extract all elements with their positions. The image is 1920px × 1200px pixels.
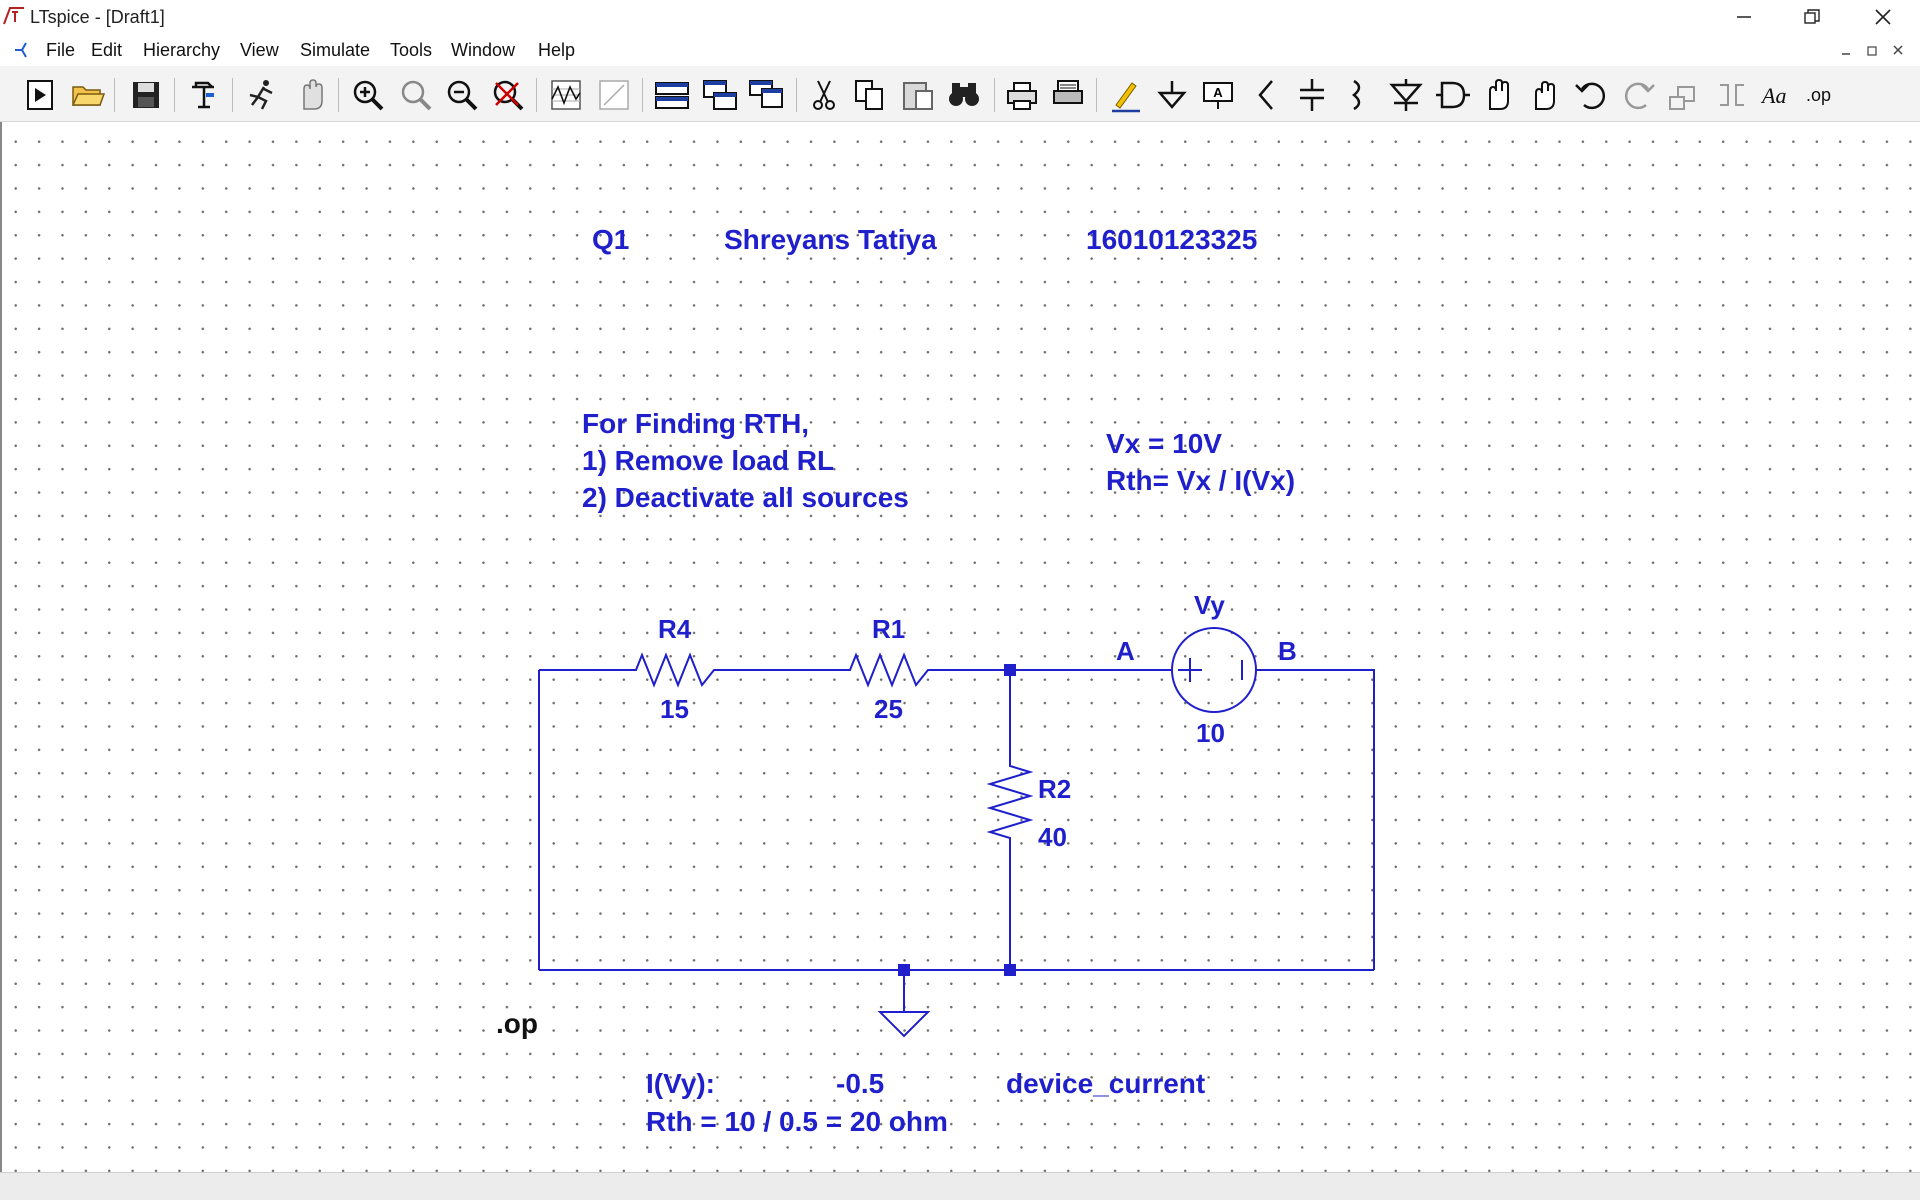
roll-number[interactable]: 16010123325	[1086, 224, 1258, 255]
zoom-out-icon[interactable]	[442, 75, 482, 115]
print-setup-icon[interactable]	[1048, 75, 1088, 115]
window-title: LTspice - [Draft1]	[30, 7, 165, 27]
autorange-icon[interactable]	[594, 75, 634, 115]
inductor-icon[interactable]	[1338, 75, 1378, 115]
r1-value[interactable]: 25	[874, 694, 903, 724]
svg-text:A: A	[1213, 85, 1223, 100]
title-bar: LTspice - [Draft1]	[0, 0, 1920, 34]
r2-name[interactable]: R2	[1038, 774, 1072, 804]
close-button[interactable]	[1853, 0, 1913, 34]
menu-view[interactable]: View	[240, 40, 279, 60]
save-icon[interactable]	[126, 75, 166, 115]
undo-icon[interactable]	[1572, 75, 1612, 115]
menu-bar: File Edit Hierarchy View Simulate Tools …	[0, 34, 1920, 66]
rotate-icon[interactable]	[1664, 75, 1704, 115]
menu-edit[interactable]: Edit	[91, 40, 123, 60]
mdi-controls[interactable]	[1836, 42, 1916, 60]
menu-help[interactable]: Help	[538, 40, 576, 60]
svg-text:.op: .op	[1806, 85, 1831, 105]
rth-result[interactable]: Rth = 10 / 0.5 = 20 ohm	[646, 1106, 948, 1137]
zoom-in-icon[interactable]	[348, 75, 388, 115]
result-type[interactable]: device_current	[1006, 1068, 1206, 1099]
control-panel-icon[interactable]	[184, 75, 224, 115]
capacitor-icon[interactable]	[1292, 75, 1332, 115]
cut-icon[interactable]	[804, 75, 844, 115]
menu-simulate[interactable]: Simulate	[300, 40, 371, 60]
tile-vertical-icon[interactable]	[746, 75, 786, 115]
restore-button[interactable]	[1782, 0, 1842, 34]
schematic-canvas[interactable]: Q1 Shreyans Tatiya 16010123325 For Findi…	[0, 122, 1920, 1172]
copy-icon[interactable]	[850, 75, 890, 115]
ground-icon[interactable]	[1152, 75, 1192, 115]
mdi-close-icon	[1893, 45, 1903, 55]
result-label[interactable]: I(Vy):	[646, 1068, 715, 1099]
halt-icon[interactable]	[290, 75, 330, 115]
minimize-icon	[1737, 16, 1751, 18]
waveform-icon[interactable]	[546, 75, 586, 115]
svg-text:Aa: Aa	[1760, 83, 1786, 108]
node-b-label[interactable]: B	[1278, 636, 1297, 666]
label-net-icon[interactable]: A	[1198, 75, 1238, 115]
menu-tools[interactable]: Tools	[390, 40, 433, 60]
note-line-3[interactable]: 2) Deactivate all sources	[582, 482, 909, 513]
draw-wire-icon[interactable]	[1106, 75, 1146, 115]
mdi-restore-icon	[1867, 46, 1877, 56]
diode-icon[interactable]	[1386, 75, 1426, 115]
redo-icon[interactable]	[1618, 75, 1658, 115]
mirror-icon[interactable]	[1712, 75, 1752, 115]
menu-hierarchy[interactable]: Hierarchy	[143, 40, 221, 60]
close-icon	[1875, 9, 1891, 25]
find-icon[interactable]	[944, 75, 984, 115]
op-directive[interactable]: .op	[496, 1008, 538, 1039]
formula-line-2[interactable]: Rth= Vx / I(Vx)	[1106, 465, 1296, 496]
restore-icon	[1804, 9, 1820, 24]
document-icon[interactable]	[12, 40, 32, 60]
drag-icon[interactable]	[1524, 75, 1564, 115]
zoom-cancel-icon[interactable]	[488, 75, 528, 115]
new-schematic-icon[interactable]	[20, 75, 60, 115]
formula-line-1[interactable]: Vx = 10V	[1106, 428, 1222, 459]
resistor-icon[interactable]	[1246, 75, 1286, 115]
r2-value[interactable]: 40	[1038, 822, 1067, 852]
spice-directive-icon[interactable]: .op	[1804, 75, 1844, 115]
toolbar: A Aa .op	[0, 66, 1920, 122]
r4-name[interactable]: R4	[658, 614, 692, 644]
cascade-icon[interactable]	[700, 75, 740, 115]
zoom-fit-icon[interactable]	[396, 75, 436, 115]
minimize-button[interactable]	[1714, 0, 1774, 34]
result-value[interactable]: -0.5	[836, 1068, 885, 1099]
note-line-2[interactable]: 1) Remove load RL	[582, 445, 835, 476]
open-icon[interactable]	[68, 75, 108, 115]
move-icon[interactable]	[1478, 75, 1518, 115]
print-icon[interactable]	[1002, 75, 1042, 115]
paste-icon[interactable]	[898, 75, 938, 115]
question-label[interactable]: Q1	[592, 224, 630, 255]
ltspice-logo-icon	[3, 7, 24, 25]
tile-horizontal-icon[interactable]	[652, 75, 692, 115]
node-a-label[interactable]: A	[1116, 636, 1135, 666]
note-line-1[interactable]: For Finding RTH,	[582, 408, 810, 439]
text-icon[interactable]: Aa	[1758, 75, 1798, 115]
run-icon[interactable]	[242, 75, 282, 115]
status-bar	[0, 1172, 1920, 1200]
r1-name[interactable]: R1	[872, 614, 906, 644]
vy-value[interactable]: 10	[1196, 718, 1225, 748]
menu-window[interactable]: Window	[451, 40, 516, 60]
r4-value[interactable]: 15	[660, 694, 689, 724]
vy-name[interactable]: Vy	[1194, 590, 1225, 620]
student-name[interactable]: Shreyans Tatiya	[724, 224, 937, 255]
menu-file[interactable]: File	[46, 40, 76, 60]
schematic-wires	[538, 627, 1375, 1038]
component-icon[interactable]	[1432, 75, 1472, 115]
